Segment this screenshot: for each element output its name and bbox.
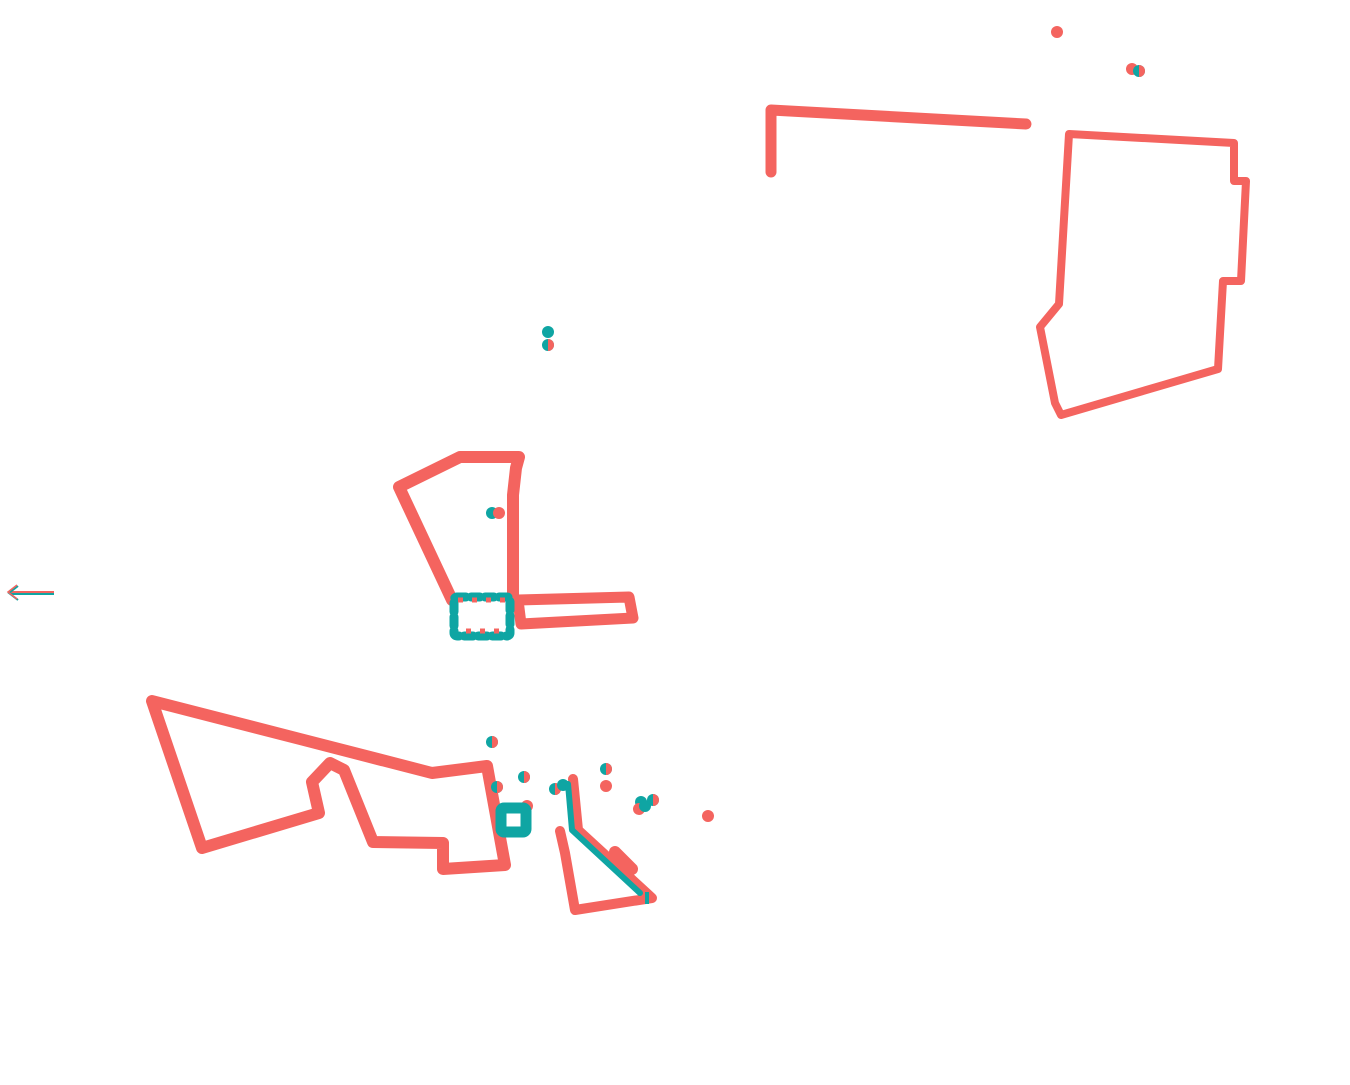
right-building-outline: [1036, 130, 1250, 419]
marker-dot-half: [524, 771, 530, 783]
marker-dot-half: [492, 736, 498, 748]
top-bracket-line: [765, 104, 1032, 178]
bottom-left-group: [146, 695, 714, 915]
marker-dot-half: [653, 794, 659, 806]
triangle-red-outline: [555, 774, 657, 915]
marker-dot-half: [606, 763, 612, 775]
middle-l-shape: [393, 451, 525, 606]
top-right-group: [765, 26, 1250, 419]
marker-dot-half: [1139, 65, 1145, 77]
marker-dot: [600, 780, 612, 792]
small-square-outline: [495, 802, 532, 838]
marker-dot: [702, 810, 714, 822]
triangle-teal-edge: [565, 781, 643, 896]
arrow-left-icon[interactable]: [4, 578, 60, 608]
bottom-large-outline: [146, 695, 511, 875]
marker-dot-half: [497, 781, 503, 793]
marker-dot: [542, 326, 554, 338]
marker-dot: [493, 507, 505, 519]
stairs-dashed-outline: [449, 592, 515, 641]
middle-group: [393, 326, 639, 641]
middle-horizontal-bar: [512, 591, 639, 630]
marker-dot: [1051, 26, 1063, 38]
triangle-red-tab: [609, 846, 638, 875]
arrow-left-glyph: [6, 584, 54, 601]
marker-dot-half: [548, 339, 554, 351]
